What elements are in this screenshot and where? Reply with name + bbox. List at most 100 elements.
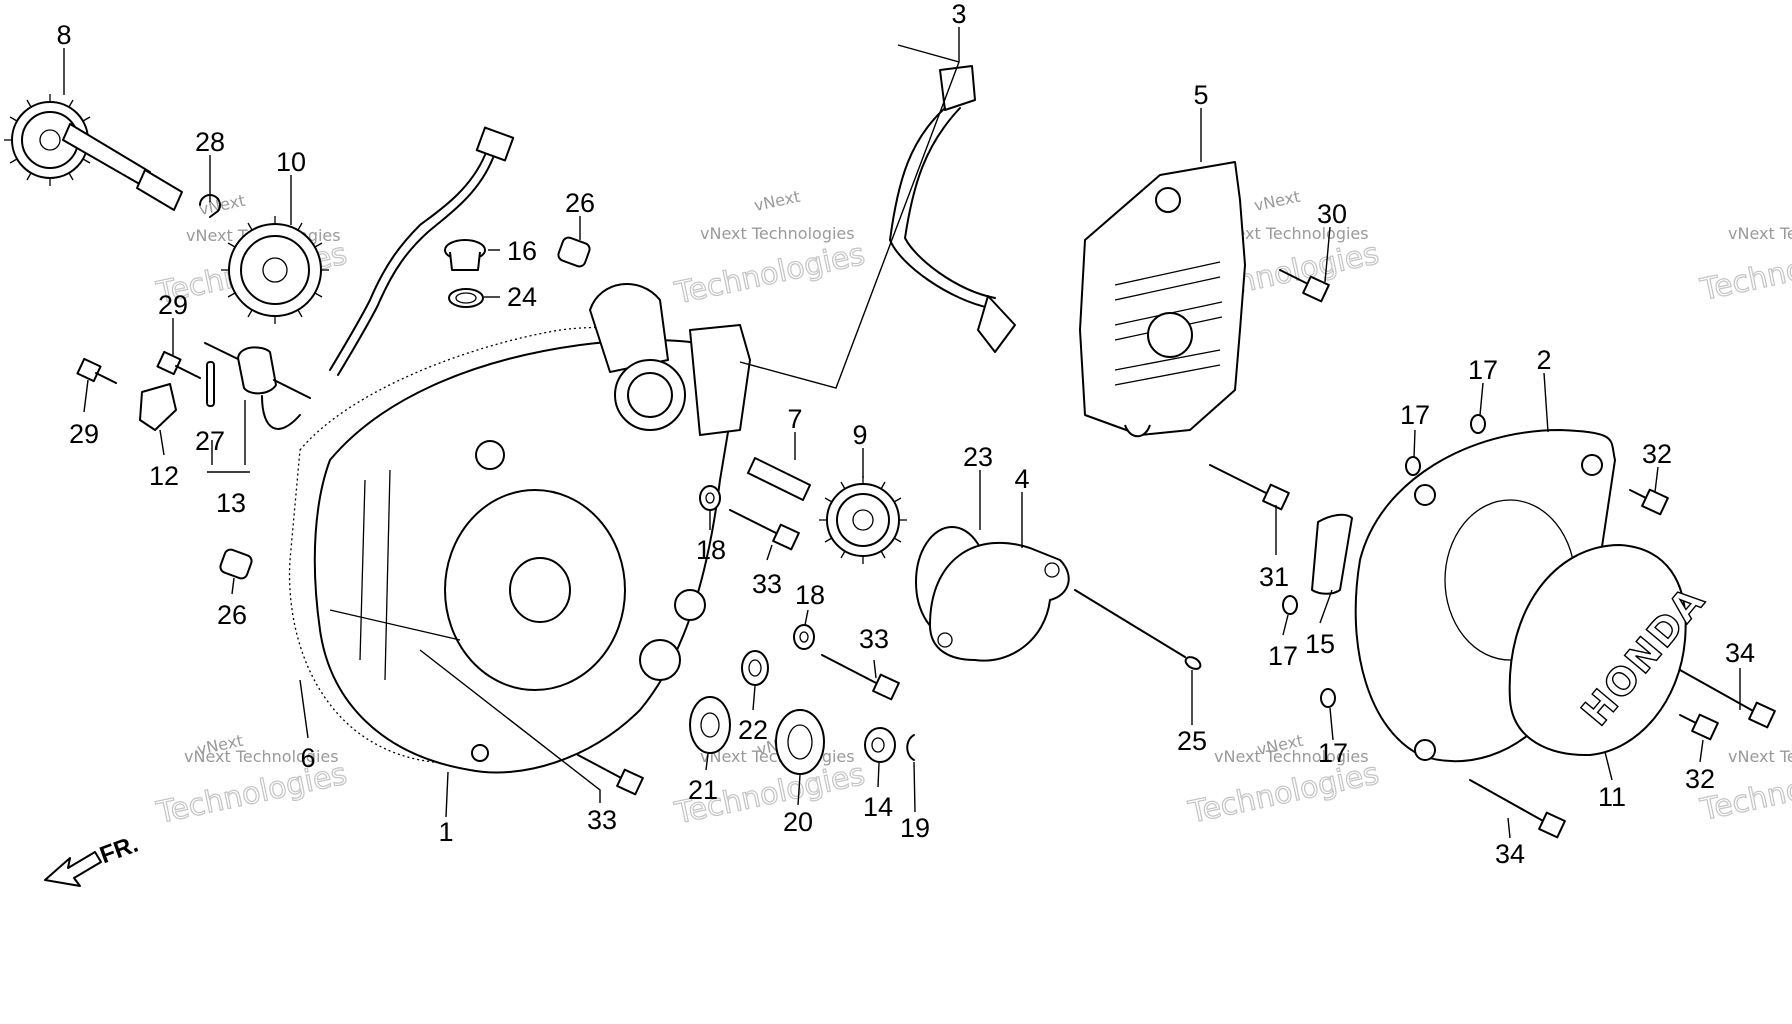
watermark-big-2: Technologies — [671, 237, 868, 312]
part-14-collar — [864, 727, 896, 763]
callout-26-top: 26 — [565, 188, 595, 218]
callout-18-a: 18 — [696, 535, 726, 565]
callout-34-b: 34 — [1495, 839, 1525, 869]
callout-31: 31 — [1259, 562, 1289, 592]
callout-20: 20 — [783, 807, 813, 837]
callout-2: 2 — [1536, 345, 1551, 375]
part-8-gear-shaft — [4, 94, 183, 211]
watermark-company-7: vNext Technologies — [1214, 747, 1369, 766]
watermark-big-7: Technologies — [1185, 756, 1382, 831]
callout-17-c: 17 — [1268, 641, 1298, 671]
part-27-pin — [206, 361, 215, 407]
part-33-bolt-c — [577, 754, 644, 796]
callout-34-a: 34 — [1725, 638, 1755, 668]
callout-4: 4 — [1014, 464, 1029, 494]
watermark-big-4: Technologies — [1697, 234, 1792, 309]
watermark-vnext-3: vNext — [1252, 187, 1302, 215]
callout-23: 23 — [963, 442, 993, 472]
callout-21: 21 — [688, 775, 718, 805]
part-9-gear — [819, 476, 907, 564]
callout-15: 15 — [1305, 629, 1335, 659]
callout-10: 10 — [276, 147, 306, 177]
part-21-bearing — [689, 696, 731, 754]
part-17-washer-d — [1470, 414, 1486, 434]
callout-29-a: 29 — [158, 290, 188, 320]
callout-7: 7 — [787, 404, 802, 434]
callout-14: 14 — [863, 792, 893, 822]
part-31-bolt — [1209, 464, 1290, 511]
callout-5: 5 — [1193, 80, 1208, 110]
callout-28: 28 — [195, 127, 225, 157]
part-3-stay — [889, 65, 1016, 353]
watermark-company-4: vNext Technologies — [1728, 224, 1792, 243]
part-5-sprocket-cover — [1079, 161, 1246, 438]
watermark-company-5: vNext Technologies — [184, 747, 339, 766]
callout-30: 30 — [1317, 199, 1347, 229]
callout-1: 1 — [438, 817, 453, 847]
callout-32-a: 32 — [1642, 439, 1672, 469]
part-13-sensor — [204, 342, 311, 430]
watermark-company-8: vNext Technologies — [1728, 747, 1792, 766]
callout-33-c: 33 — [587, 805, 617, 835]
callout-32-b: 32 — [1685, 764, 1715, 794]
part-6-gasket — [288, 326, 654, 766]
callout-19: 19 — [900, 813, 930, 843]
callout-12: 12 — [149, 461, 179, 491]
callout-9: 9 — [852, 420, 867, 450]
watermark-vnext-2: vNext — [752, 187, 802, 215]
callout-17-d: 17 — [1318, 738, 1348, 768]
part-4-filter-cap — [929, 541, 1070, 662]
part-17-washer-c — [1405, 456, 1421, 476]
callout-33-a: 33 — [752, 569, 782, 599]
callout-16: 16 — [507, 236, 537, 266]
part-12-bracket — [139, 383, 177, 431]
part-16-plug — [444, 239, 486, 271]
part-10-gear — [221, 216, 329, 324]
part-24-o-ring — [448, 288, 484, 308]
callout-13: 13 — [216, 488, 246, 518]
watermark-big-5: Technologies — [153, 757, 350, 832]
part-wire-harness — [329, 126, 515, 376]
front-direction-label: FR. — [96, 831, 142, 870]
part-26-dowel-left — [219, 548, 253, 580]
part-7-shaft — [747, 457, 811, 501]
part-19-circlip — [906, 734, 915, 761]
part-25-long-bolt — [1074, 589, 1202, 670]
callout-27: 27 — [195, 426, 225, 456]
part-33-bolt-b — [821, 654, 900, 701]
callout-33-b: 33 — [859, 624, 889, 654]
part-34-bolt-b — [1469, 779, 1566, 839]
front-direction-arrow-icon — [44, 851, 102, 887]
part-26-dowel-top — [557, 236, 591, 268]
leader-lines — [63, 27, 1741, 839]
callout-26-left: 26 — [217, 600, 247, 630]
part-22-bearing — [741, 650, 769, 686]
part-17-washer-a — [1282, 595, 1298, 615]
callout-6: 6 — [300, 743, 315, 773]
part-28-clip — [199, 194, 221, 218]
callout-18-b: 18 — [795, 580, 825, 610]
part-20-oil-seal — [775, 709, 825, 775]
callout-3: 3 — [951, 0, 966, 29]
part-1-crankcase-cover — [313, 283, 751, 774]
callout-17-b: 17 — [1400, 400, 1430, 430]
callout-29-b: 29 — [69, 419, 99, 449]
watermark-vnext-1: vNext — [197, 191, 247, 219]
part-32-bolt-b — [1679, 713, 1719, 741]
part-33-bolt-a — [729, 509, 800, 551]
callout-22: 22 — [738, 715, 768, 745]
part-15-strip — [1311, 513, 1353, 595]
part-29-bolt-b — [76, 357, 117, 384]
callout-labels: 8 28 10 26 16 24 3 5 30 29 29 27 12 13 7… — [56, 0, 1755, 869]
part-32-bolt-a — [1629, 488, 1669, 516]
part-18-washer-b — [793, 624, 815, 650]
part-34-bolt-a — [1679, 669, 1776, 729]
watermark-company-2: vNext Technologies — [700, 224, 855, 243]
part-29-bolt-a — [156, 350, 201, 379]
callout-17-a: 17 — [1468, 355, 1498, 385]
part-18-washer-a — [699, 485, 721, 511]
callout-25: 25 — [1177, 726, 1207, 756]
part-17-washer-b — [1320, 688, 1336, 708]
callout-24: 24 — [507, 282, 537, 312]
